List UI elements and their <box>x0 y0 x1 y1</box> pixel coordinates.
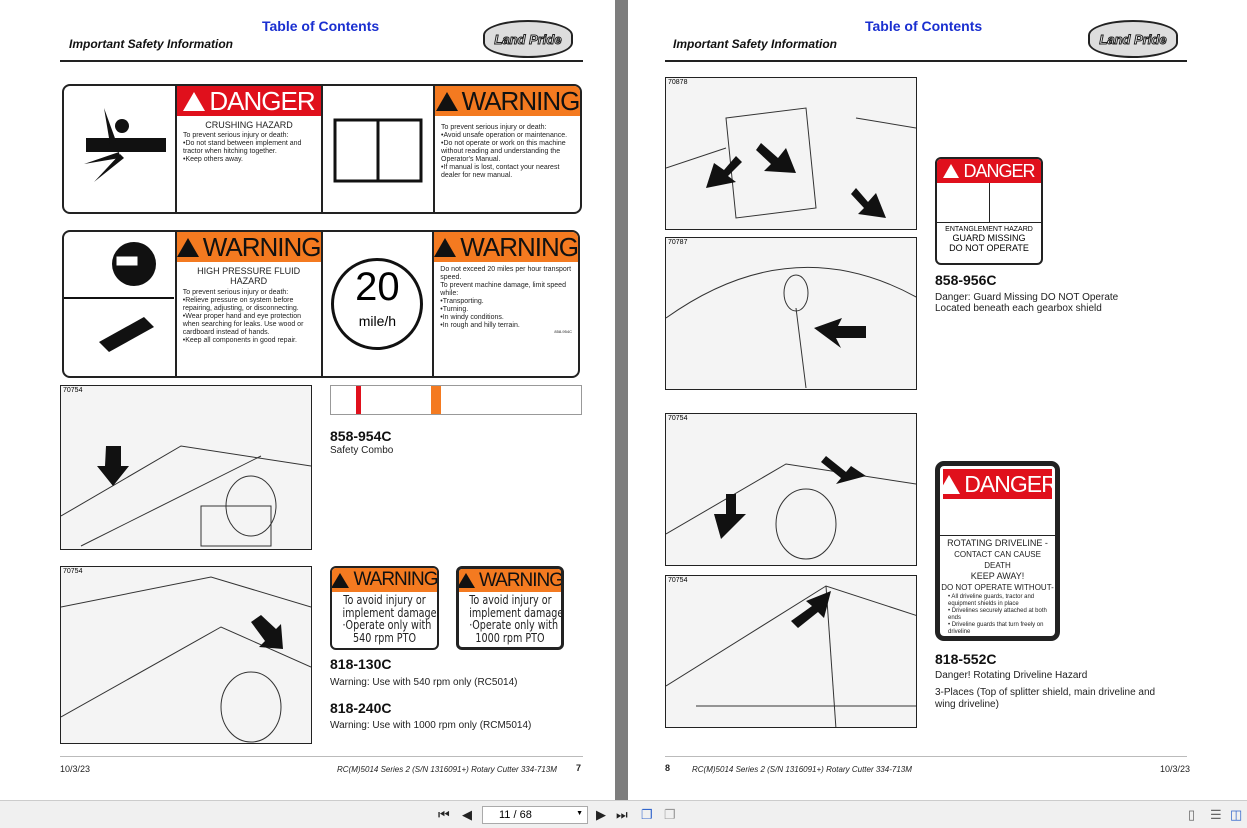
land-pride-logo: Land Pride <box>1088 20 1178 58</box>
last-page-icon[interactable]: ⏭ <box>616 807 628 822</box>
manual-book-icon <box>323 86 435 212</box>
fit-width-icon[interactable]: ❐ <box>664 807 676 822</box>
machine-figure: 70754 <box>665 413 917 566</box>
crushing-icon <box>64 86 177 212</box>
page-number: 8 <box>665 763 671 773</box>
footer-doc: RC(M)5014 Series 2 (S/N 1316091+) Rotary… <box>337 765 557 774</box>
arrow-icon <box>251 615 283 649</box>
footer-rule <box>60 756 583 757</box>
footer-date: 10/3/23 <box>60 764 91 774</box>
part-description: Warning: Use with 1000 rpm only (RCM5014… <box>330 720 532 731</box>
arrow-icon <box>791 591 831 628</box>
page-title[interactable]: Table of Contents <box>262 18 380 34</box>
warning-header: WARNING <box>434 232 578 262</box>
arrow-icon <box>814 318 866 348</box>
part-location: Located beneath each gearbox shield <box>935 303 1102 314</box>
machine-figure: 70754 <box>60 566 312 744</box>
arrow-icon <box>714 494 746 539</box>
part-description: Danger: Guard Missing DO NOT Operate <box>935 292 1119 303</box>
part-description: Safety Combo <box>330 445 394 456</box>
warning-header: WARNING <box>176 232 321 262</box>
arrow-icon <box>821 456 866 484</box>
footer-doc: RC(M)5014 Series 2 (S/N 1316091+) Rotary… <box>692 765 912 774</box>
arrow-icon <box>756 143 796 173</box>
part-number: 858-954C <box>330 428 392 444</box>
header-rule <box>60 60 583 62</box>
two-page-icon[interactable]: ◫ <box>1230 807 1243 822</box>
prev-page-icon[interactable]: ◀ <box>462 807 472 822</box>
machine-figure: 70878 <box>665 77 917 230</box>
footer-date: 10/3/23 <box>1160 764 1191 774</box>
page-select-value: 11 / 68 <box>499 809 532 821</box>
safety-combo-thumbnail <box>330 385 582 415</box>
right-page: Table of Contents Important Safety Infor… <box>628 0 1247 800</box>
entanglement-icon <box>940 502 1055 536</box>
next-page-icon[interactable]: ▶ <box>596 807 606 822</box>
eye-hand-protection-icon <box>64 232 177 376</box>
danger-rotating-driveline-label: DANGER ROTATING DRIVELINE -CONTACT CAN C… <box>935 461 1060 641</box>
single-page-icon[interactable]: ▯ <box>1188 807 1196 822</box>
arrow-icon <box>97 446 129 486</box>
part-number: 818-130C <box>330 656 392 672</box>
fit-page-icon[interactable]: ❐ <box>641 807 653 822</box>
part-location: 3-Places (Top of splitter shield, main d… <box>935 687 1156 710</box>
danger-header: DANGER <box>177 86 321 116</box>
continuous-icon[interactable]: ☰ <box>1210 807 1222 822</box>
entanglement-icon <box>937 183 990 222</box>
page-title[interactable]: Table of Contents <box>865 18 983 34</box>
chevron-down-icon: ▼ <box>576 810 583 817</box>
machine-figure: 70754 <box>665 575 917 728</box>
header-rule <box>665 60 1187 62</box>
land-pride-logo: Land Pride <box>483 20 573 58</box>
machine-figure: 70754 <box>60 385 312 550</box>
arrow-icon <box>851 188 886 218</box>
section-title: Important Safety Information <box>69 37 234 51</box>
part-number: 818-552C <box>935 651 997 667</box>
footer-rule <box>665 756 1187 757</box>
key-icon <box>990 183 1042 222</box>
part-description: Danger! Rotating Driveline Hazard <box>935 670 1088 681</box>
page-number: 7 <box>576 763 582 773</box>
section-title: Important Safety Information <box>673 37 838 51</box>
part-number: 818-240C <box>330 700 392 716</box>
page-select[interactable]: 11 / 68 ▼ <box>482 806 588 824</box>
arrow-icon <box>706 156 742 188</box>
part-description: Warning: Use with 540 rpm only (RC5014) <box>330 677 518 688</box>
left-page: Table of Contents Important Safety Infor… <box>0 0 615 800</box>
machine-figure: 70787 <box>665 237 917 390</box>
viewer-toolbar: ⏮ ◀ 11 / 68 ▼ ▶ ⏭ ❐ ❐ ▯ ☰ ◫ <box>0 800 1247 828</box>
first-page-icon[interactable]: ⏮ <box>438 807 450 822</box>
part-number: 858-956C <box>935 272 997 288</box>
warning-header: WARNING <box>435 86 580 116</box>
danger-guard-missing-label: DANGER ENTANGLEMENT HAZARD GUARD MISSING… <box>935 157 1043 265</box>
